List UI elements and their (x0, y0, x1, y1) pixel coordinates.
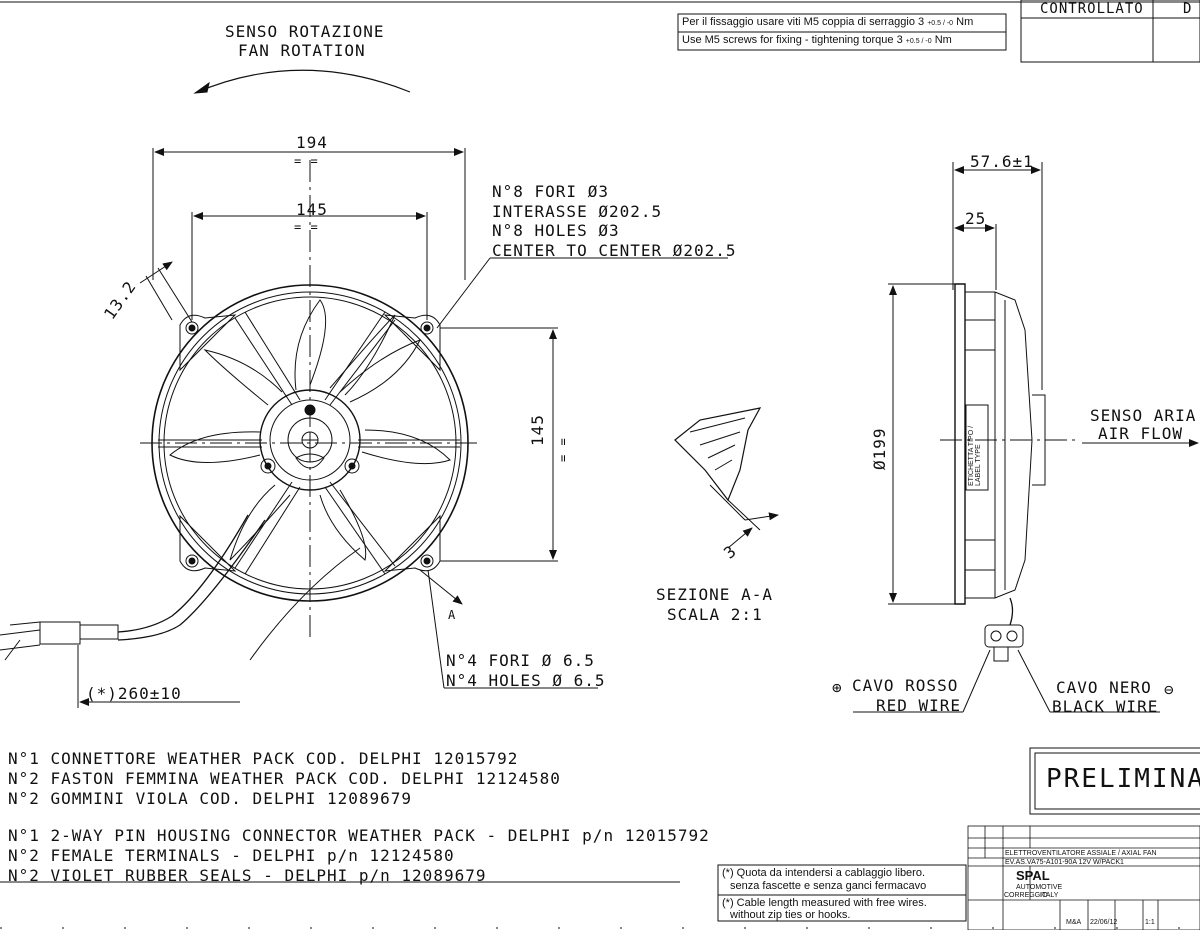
torque-unit: Nm (956, 16, 974, 28)
minus-icon: ⊖ (1164, 680, 1175, 699)
part-en-1: N°1 2-WAY PIN HOUSING CONNECTOR WEATHER … (8, 826, 710, 845)
title-city: CORREGGIO (1004, 892, 1048, 899)
section-scale: SCALA 2:1 (667, 605, 763, 624)
side-depth-25: 25 (965, 209, 987, 228)
section-a-a (674, 407, 779, 549)
part-it-2: N°2 FASTON FEMMINA WEATHER PACK COD. DEL… (8, 769, 561, 788)
side-diameter-199: Ø199 (870, 427, 889, 470)
fan-side-view (853, 162, 1199, 713)
holes-note-line3: N°8 HOLES Ø3 (492, 221, 620, 240)
red-wire-en: RED WIRE (876, 696, 962, 715)
part-it-1: N°1 CONNETTORE WEATHER PACK COD. DELPHI … (8, 749, 519, 768)
fan-front-view (139, 148, 728, 689)
holes-note-line4: CENTER TO CENTER Ø202.5 (492, 241, 737, 260)
holes-note-line2: INTERASSE Ø202.5 (492, 202, 663, 221)
dim-sym-3: = = (556, 437, 570, 462)
mount-holes-en: N°4 HOLES Ø 6.5 (446, 671, 606, 690)
mount-holes-it: N°4 FORI Ø 6.5 (446, 651, 595, 670)
title-country: ITALY (1040, 892, 1059, 899)
title-scale: 1:1 (1145, 919, 1155, 926)
part-en-3: N°2 VIOLET RUBBER SEALS - DELPHI p/n 120… (8, 866, 487, 885)
rotation-label-en: FAN ROTATION (238, 41, 366, 60)
plus-icon: ⊕ (832, 678, 843, 697)
preliminary-stamp: PRELIMINARY (1046, 764, 1200, 794)
rotation-arrow (194, 69, 411, 94)
dim-height-145: 145 (528, 414, 547, 446)
section-title: SEZIONE A-A (656, 585, 773, 604)
torque-unit-en: Nm (934, 34, 952, 46)
title-brand-sub: AUTOMOTIVE (1016, 884, 1063, 891)
torque-tolerance-en: +0.5 / -0 (905, 38, 932, 45)
footnote-en-2: without zip ties or hooks. (730, 909, 851, 921)
part-en-2: N°2 FEMALE TERMINALS - DELPHI p/n 121245… (8, 846, 455, 865)
title-code: EV.AS.VA75-A101-90A 12V W/PACK1 (1005, 859, 1124, 866)
title-date: 22/06/12 (1090, 919, 1118, 926)
red-wire-it: CAVO ROSSO (852, 676, 959, 695)
part-it-3: N°2 GOMMINI VIOLA COD. DELPHI 12089679 (8, 789, 413, 808)
dim-sym-1: = = (294, 154, 319, 168)
title-sheet: M&A (1066, 919, 1082, 926)
fixing-note-en-text: Use M5 screws for fixing - tightening to… (682, 34, 903, 46)
side-depth-57-6: 57.6±1 (970, 152, 1034, 171)
rotation-label-it: SENSO ROTAZIONE (225, 22, 385, 41)
label-type-box: ETICHETTA TIPO / LABEL TYPE (968, 425, 982, 486)
holes-note-line1: N°8 FORI Ø3 (492, 182, 609, 201)
footnote-it-2: senza fascette e senza ganci fermacavo (730, 880, 927, 892)
dim-sym-2: = = (294, 220, 319, 234)
black-wire-en: BLACK WIRE (1052, 697, 1159, 716)
airflow-label-en: AIR FLOW (1098, 424, 1184, 443)
fixing-note-it-text: Per il fissaggio usare viti M5 coppia di… (682, 16, 925, 28)
title-brand: SPAL (1016, 868, 1050, 883)
airflow-label-it: SENSO ARIA (1090, 406, 1197, 425)
fixing-note-en: Use M5 screws for fixing - tightening to… (682, 34, 952, 46)
column-d-header: D (1183, 1, 1193, 17)
black-wire-it: CAVO NERO (1056, 678, 1152, 697)
section-marker-a: A (448, 608, 457, 622)
torque-tolerance: +0.5 / -0 (927, 20, 954, 27)
dim-width-194: 194 (296, 133, 328, 152)
footnote-it-1: (*) Quota da intendersi a cablaggio libe… (722, 867, 926, 879)
controllato-header: CONTROLLATO (1040, 1, 1144, 17)
title-block-lines (967, 825, 1200, 930)
title-desc: ELETTROVENTILATORE ASSIALE / AXIAL FAN (1005, 850, 1157, 857)
fixing-note-it: Per il fissaggio usare viti M5 coppia di… (682, 16, 973, 28)
cable-length-dim: (*)260±10 (86, 684, 182, 703)
footnote-en-1: (*) Cable length measured with free wire… (722, 897, 927, 909)
dim-inner-145: 145 (296, 200, 328, 219)
cable-assembly (0, 514, 266, 708)
